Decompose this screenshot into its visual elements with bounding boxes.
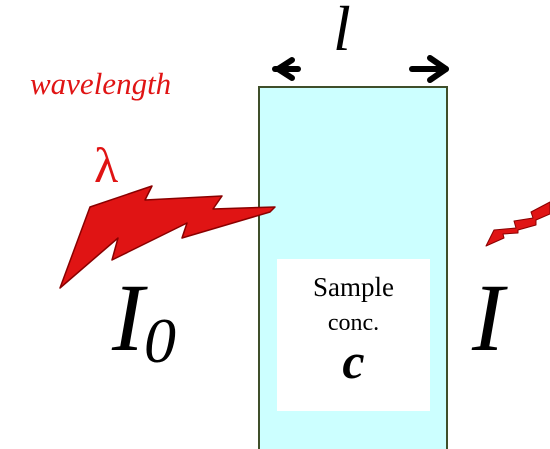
- path-length-label: l: [333, 0, 351, 64]
- conc-label: conc.: [327, 310, 380, 336]
- transmitted-intensity-label: I: [472, 264, 504, 371]
- lambda-symbol: λ: [94, 137, 119, 193]
- wavelength-label: wavelength: [30, 66, 172, 101]
- arrow-right-icon: [409, 55, 449, 83]
- incident-beam-lightning-bolt-icon: [59, 185, 276, 289]
- sample-label: Sample: [313, 272, 394, 302]
- conc-symbol: c: [342, 333, 365, 389]
- sample-box: [277, 259, 430, 411]
- incident-intensity-base: I: [112, 264, 144, 371]
- arrow-left-icon: [272, 57, 301, 81]
- transmitted-beam-lightning-bolt-icon: [485, 201, 550, 247]
- incident-intensity-subscript: 0: [143, 305, 176, 376]
- incident-intensity-label: I0: [112, 270, 176, 373]
